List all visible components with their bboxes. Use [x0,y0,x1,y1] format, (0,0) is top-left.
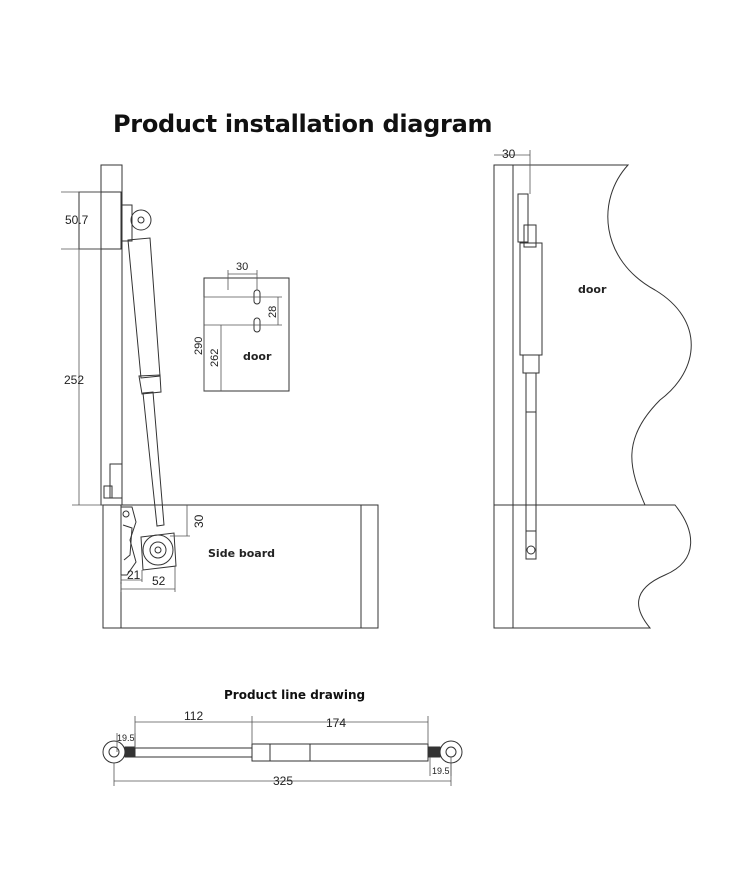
dim-30-side: 30 [192,514,206,528]
dim-28: 28 [267,306,279,318]
dim-252: 252 [64,373,84,387]
dim-30-right: 30 [502,147,516,161]
left-installation-view [61,164,379,629]
dim-19-5-right: 19.5 [432,766,450,776]
dim-325: 325 [273,774,293,788]
dim-174: 174 [326,716,346,730]
strut-rod-side [525,372,537,532]
right-side-view [493,150,692,629]
strut-rod [142,391,165,527]
dim-290: 290 [193,337,205,355]
dim-30-hole: 30 [236,261,248,273]
dim-21: 21 [127,568,141,582]
line-strut-rod [134,747,253,758]
left-eye [102,740,126,764]
door-panel-left [100,164,123,506]
bottom-pivot [142,534,174,566]
dim-52: 52 [152,574,166,588]
dim-112: 112 [184,709,203,723]
dim-262: 262 [209,349,221,367]
door-hole-detail [203,270,290,392]
label-door-right: door [578,283,607,296]
page-title: Product installation diagram [113,110,493,138]
product-line-drawing-title: Product line drawing [224,688,366,702]
side-board-right [493,504,692,629]
label-side-board: Side board [208,547,275,560]
door-outline-detail [203,277,290,392]
label-door-left: door [243,350,272,363]
strut-cylinder [127,237,161,379]
strut-cylinder-side [519,242,543,356]
line-strut-cylinder [251,743,429,762]
product-line-drawing [102,716,463,786]
dim-50-7: 50.7 [65,213,89,227]
dim-19-5-left: 19.5 [117,733,135,743]
top-pivot [130,209,152,231]
lower-hinge [121,506,137,576]
top-bracket [120,204,133,242]
side-board [102,504,379,629]
door-panel-right [493,164,692,506]
